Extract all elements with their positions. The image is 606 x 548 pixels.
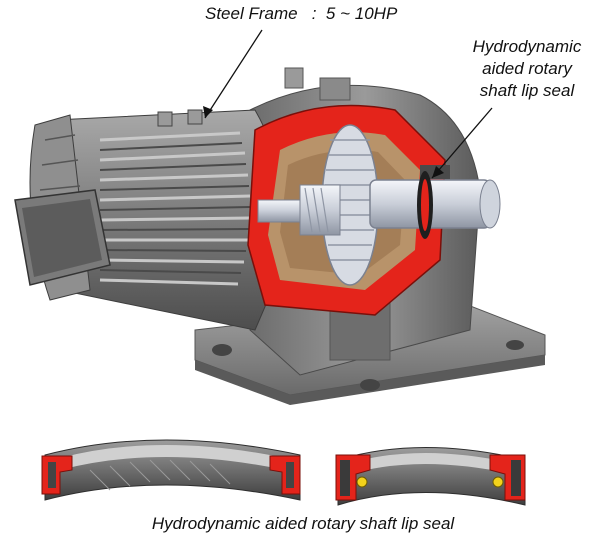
seal-leader-line: [431, 107, 493, 179]
steel-frame-label: Steel Frame : 5 ~ 10HP: [205, 4, 398, 23]
seal-callout-line-2: aided rotary: [482, 59, 572, 78]
terminal-box: [14, 189, 111, 286]
pinion-shaft: [257, 184, 341, 236]
garter-spring-left: [356, 476, 368, 488]
frame-leader-line: [204, 29, 263, 119]
seal-callout-line-3: shaft lip seal: [479, 81, 575, 100]
frame-leader-arrowhead: [203, 106, 213, 118]
seal-callout-label: Hydrodynamic aided rotary shaft lip seal: [452, 36, 602, 102]
motor-body: [14, 109, 287, 331]
figure-caption: Hydrodynamic aided rotary shaft lip seal: [151, 514, 455, 533]
shaft-seal-in-housing: [417, 171, 433, 239]
lip-seal-section-double: [335, 447, 526, 506]
cooling-fins: [99, 131, 251, 286]
lip-seal-section-single: [41, 439, 301, 501]
seal-leader-arrowhead: [432, 166, 444, 178]
garter-spring-right: [492, 476, 504, 488]
seal-callout-line-1: Hydrodynamic: [472, 37, 582, 56]
